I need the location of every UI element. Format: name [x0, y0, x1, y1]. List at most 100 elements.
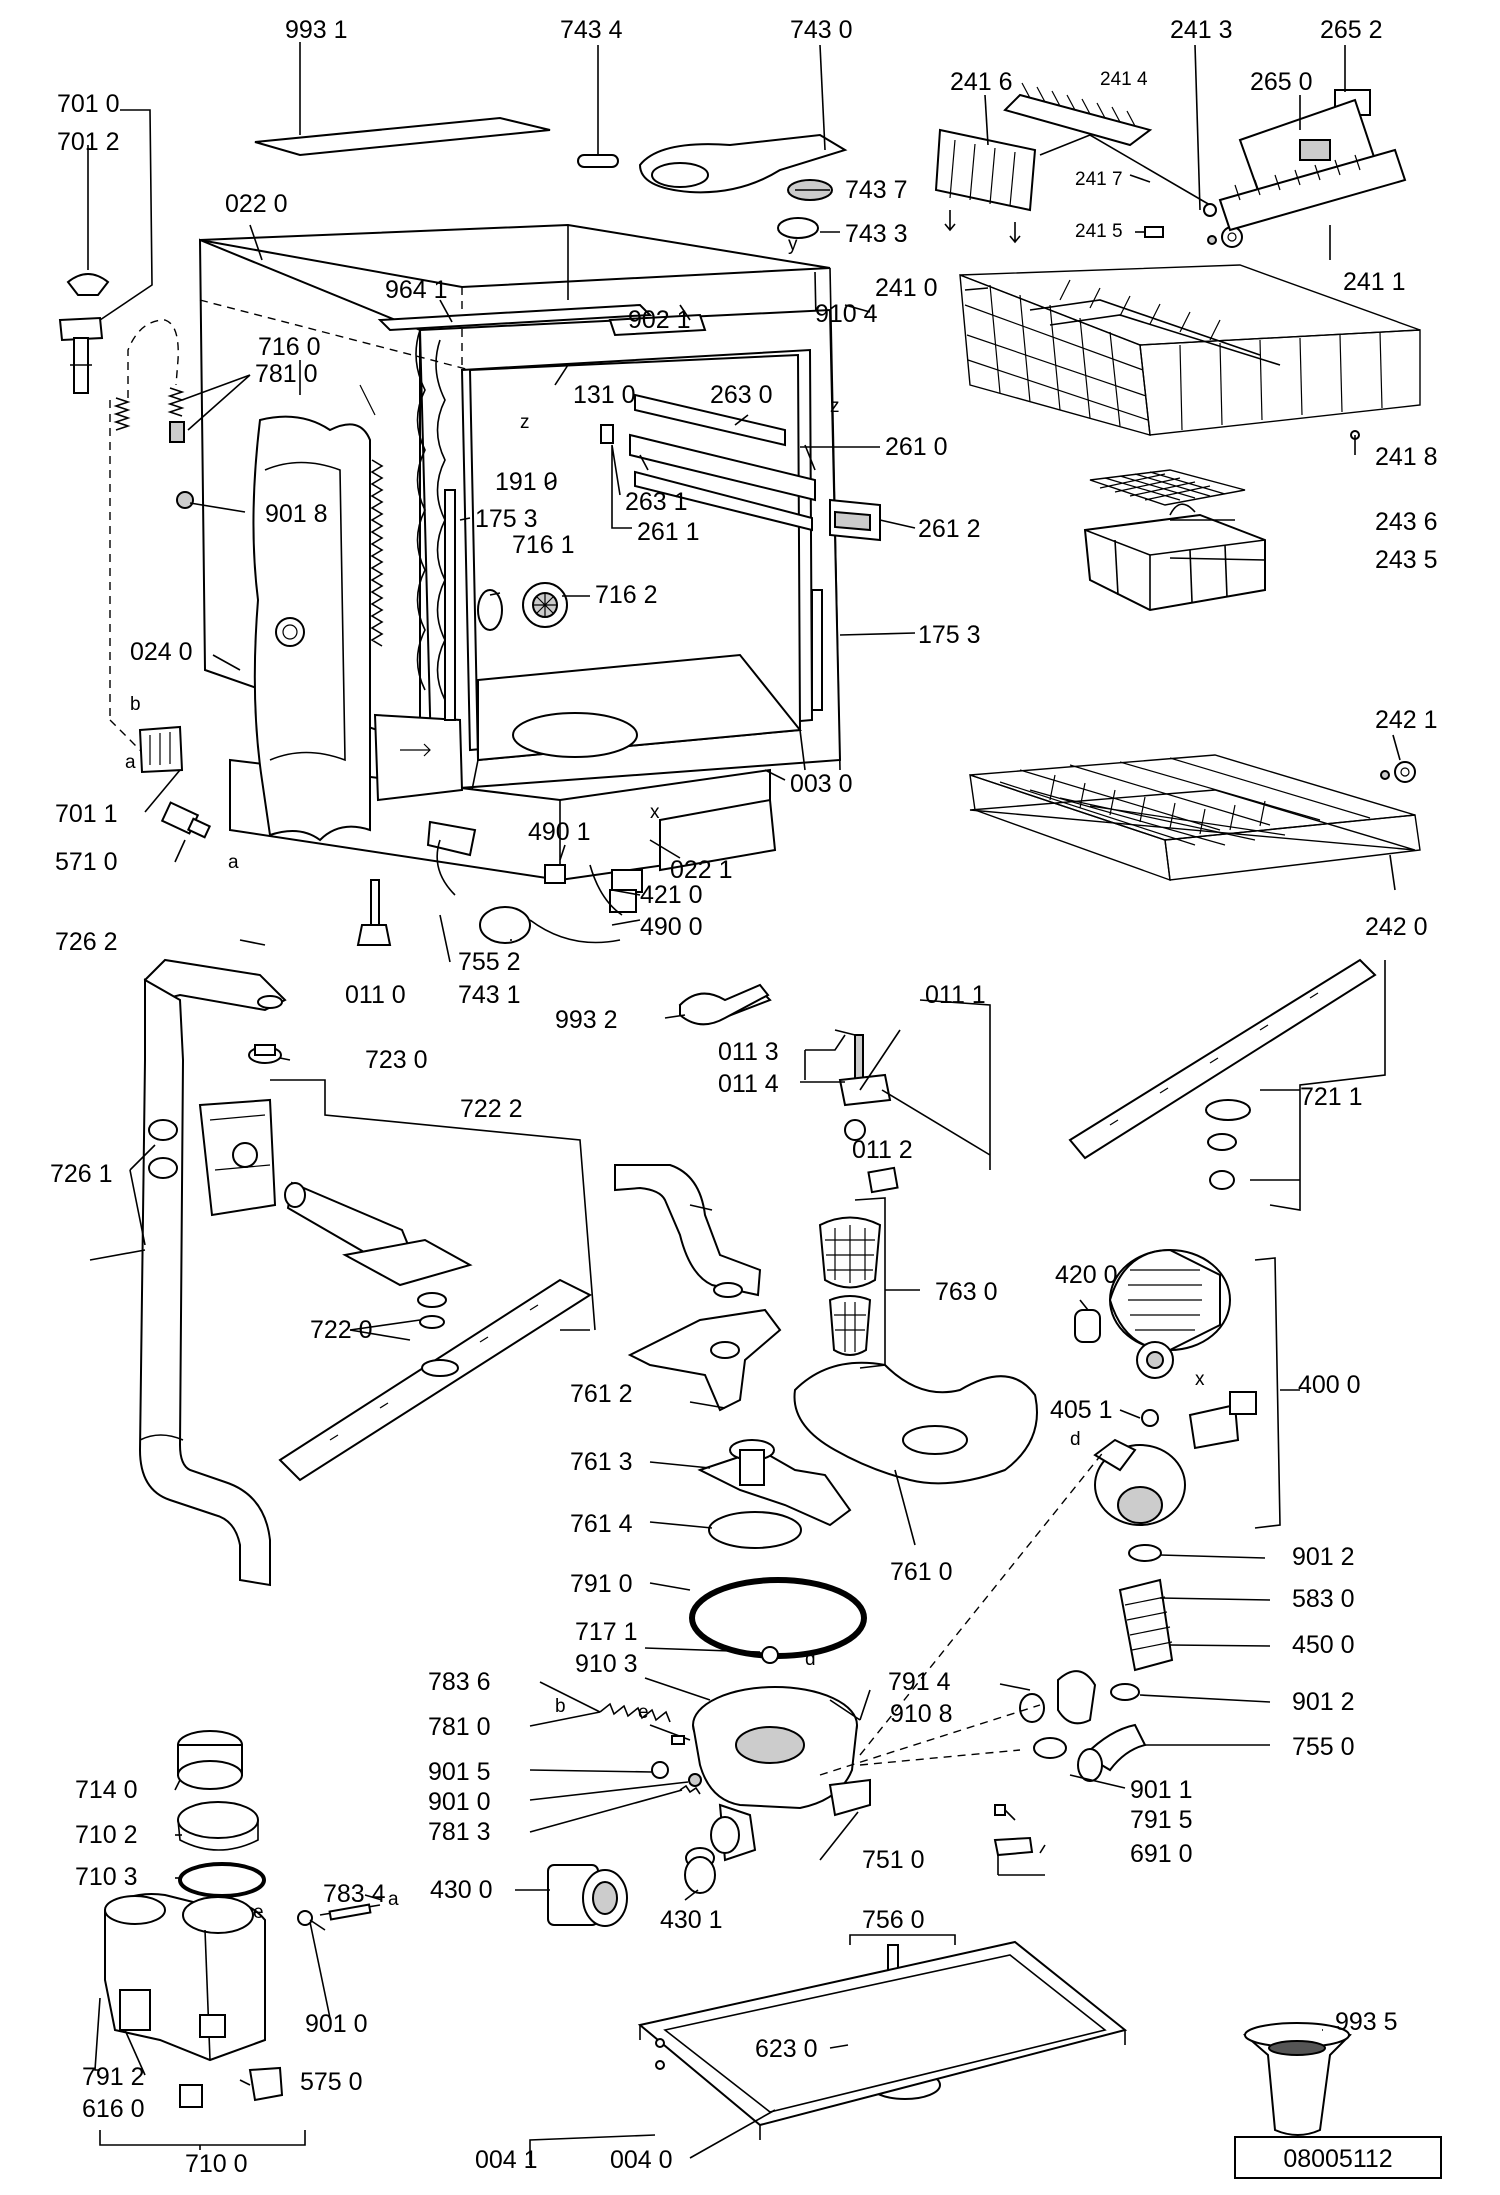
label-743-1: 743 1	[458, 981, 521, 1009]
part-labels: 993 1 743 4 743 0 241 6 241 4 241 3 265 …	[50, 16, 1438, 2178]
label-701-0: 701 0	[57, 90, 120, 118]
label-710-2: 710 2	[75, 1821, 138, 1849]
label-175-3-b: 175 3	[918, 621, 981, 649]
label-714-0: 714 0	[75, 1776, 138, 1804]
marker-b: b	[555, 1696, 566, 1717]
label-241-0: 241 0	[875, 274, 938, 302]
label-420-0: 420 0	[1055, 1261, 1118, 1289]
label-011-3: 011 3	[718, 1038, 779, 1066]
label-901-2-a: 901 2	[1292, 1543, 1355, 1571]
label-726-1: 726 1	[50, 1160, 113, 1188]
label-011-0: 011 0	[345, 981, 406, 1009]
upper-basket-assembly	[934, 82, 1421, 612]
label-743-7: 743 7	[845, 176, 908, 204]
marker-a: a	[125, 752, 136, 773]
label-791-2: 791 2	[82, 2063, 145, 2091]
label-761-0: 761 0	[890, 1558, 953, 1586]
label-781-0: 781 0	[255, 360, 318, 388]
label-490-0: 490 0	[640, 913, 703, 941]
label-743-3: 743 3	[845, 220, 908, 248]
label-723-0: 723 0	[365, 1046, 428, 1074]
marker-z: z	[520, 412, 530, 433]
label-716-2: 716 2	[595, 581, 658, 609]
label-004-1: 004 1	[475, 2146, 538, 2174]
label-265-0: 265 0	[1250, 68, 1313, 96]
left-side-parts	[58, 273, 212, 839]
label-791-5: 791 5	[1130, 1806, 1193, 1834]
label-430-1: 430 1	[660, 1906, 723, 1934]
label-743-0: 743 0	[790, 16, 853, 44]
marker-a: a	[388, 1889, 399, 1910]
label-242-0: 242 0	[1365, 913, 1428, 941]
marker-d: d	[805, 1649, 816, 1670]
lower-basket	[969, 754, 1421, 882]
label-004-0: 004 0	[610, 2146, 673, 2174]
label-241-8: 241 8	[1375, 443, 1438, 471]
label-783-4: 783 4	[323, 1880, 386, 1908]
label-755-2: 755 2	[458, 948, 521, 976]
label-242-1: 242 1	[1375, 706, 1438, 734]
label-722-0: 722 0	[310, 1316, 373, 1344]
label-583-0: 583 0	[1292, 1585, 1355, 1613]
label-261-2: 261 2	[918, 515, 981, 543]
label-575-0: 575 0	[300, 2068, 363, 2096]
label-743-4: 743 4	[560, 16, 623, 44]
label-901-2-b: 901 2	[1292, 1688, 1355, 1716]
label-490-1: 490 1	[528, 818, 591, 846]
label-722-2: 722 2	[460, 1095, 523, 1123]
leader-lines	[87, 42, 1401, 2165]
label-761-4: 761 4	[570, 1510, 633, 1538]
label-761-3: 761 3	[570, 1448, 633, 1476]
label-261-1: 261 1	[637, 518, 700, 546]
spray-system	[138, 958, 1377, 1659]
letter-markers: b a a x z z y x d d b e e a	[125, 234, 1205, 1923]
marker-e: e	[253, 1902, 264, 1923]
marker-x: x	[1195, 1369, 1205, 1390]
label-755-0: 755 0	[1292, 1733, 1355, 1761]
label-011-2: 011 2	[852, 1136, 913, 1164]
label-131-0: 131 0	[573, 381, 636, 409]
label-430-0: 430 0	[430, 1876, 493, 1904]
label-241-6: 241 6	[950, 68, 1013, 96]
label-241-1: 241 1	[1343, 268, 1406, 296]
label-450-0: 450 0	[1292, 1631, 1355, 1659]
sump-assembly	[104, 116, 1352, 2140]
label-175-3-a: 175 3	[475, 505, 538, 533]
marker-a: a	[228, 852, 239, 873]
label-726-2: 726 2	[55, 928, 118, 956]
marker-d: d	[1070, 1429, 1081, 1450]
label-902-1: 902 1	[628, 306, 691, 334]
label-964-1: 964 1	[385, 276, 448, 304]
marker-z: z	[830, 396, 840, 417]
label-781-0-b: 781 0	[428, 1713, 491, 1741]
label-022-1: 022 1	[670, 856, 733, 884]
label-011-4: 011 4	[718, 1070, 779, 1098]
label-701-2: 701 2	[57, 128, 120, 156]
label-241-7: 241 7	[1075, 169, 1123, 190]
marker-e: e	[638, 1702, 649, 1723]
label-623-0: 623 0	[755, 2035, 818, 2063]
label-024-0: 024 0	[130, 638, 193, 666]
label-716-0: 716 0	[258, 333, 321, 361]
label-993-5: 993 5	[1335, 2008, 1398, 2036]
label-910-8: 910 8	[890, 1700, 953, 1728]
label-191-0: 191 0	[495, 468, 558, 496]
marker-x: x	[650, 802, 660, 823]
label-003-0: 003 0	[790, 770, 853, 798]
label-791-4: 791 4	[888, 1668, 951, 1696]
motor-pump	[993, 1248, 1257, 1876]
label-910-4: 910 4	[815, 300, 878, 328]
label-263-1: 263 1	[625, 488, 688, 516]
label-241-3: 241 3	[1170, 16, 1233, 44]
reference-code: 08005112	[1283, 2145, 1392, 2173]
label-261-0: 261 0	[885, 433, 948, 461]
label-901-0-a: 901 0	[428, 1788, 491, 1816]
label-241-4: 241 4	[1100, 69, 1148, 90]
label-616-0: 616 0	[82, 2095, 145, 2123]
label-011-1: 011 1	[925, 981, 986, 1009]
label-717-1: 717 1	[575, 1618, 638, 1646]
label-901-5: 901 5	[428, 1758, 491, 1786]
label-241-5: 241 5	[1075, 221, 1123, 242]
label-901-0-b: 901 0	[305, 2010, 368, 2038]
